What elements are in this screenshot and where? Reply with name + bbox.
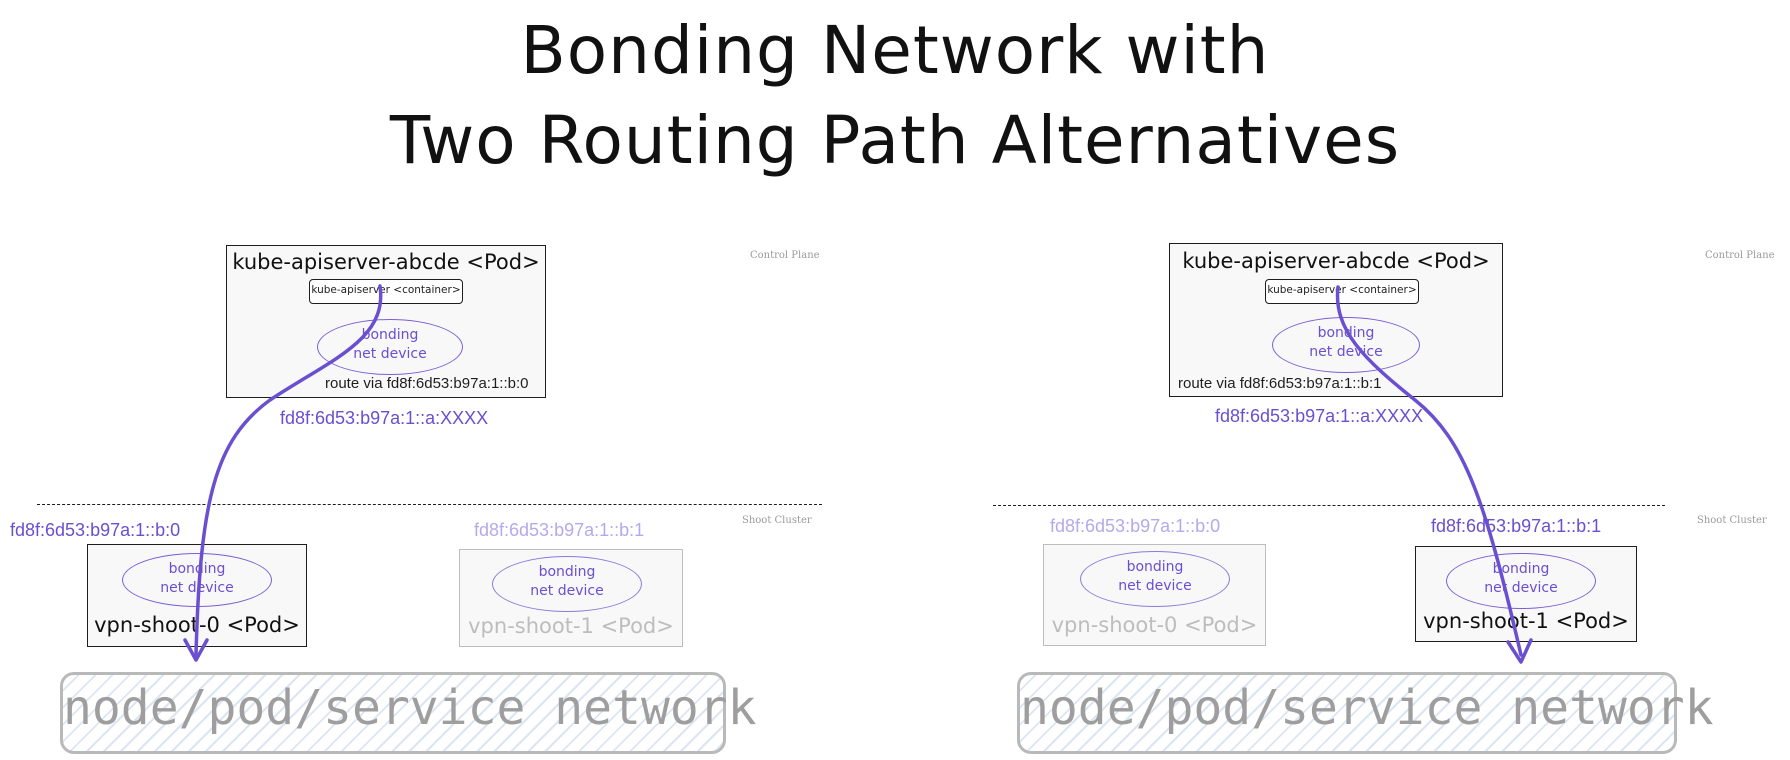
vpn-shoot-1-pod-box: bonding net device vpn-shoot-1 <Pod> [1415, 546, 1637, 642]
bonding-label-line2: net device [353, 346, 427, 362]
vpn-shoot-1-pod-title: vpn-shoot-1 <Pod> [468, 614, 674, 638]
shoot-cluster-label: Shoot Cluster [742, 515, 812, 526]
bonding-label-line1: bonding [168, 561, 226, 577]
vpn-shoot-0-pod-box: bonding net device vpn-shoot-0 <Pod> [1043, 544, 1266, 646]
vpn-shoot-0-address: fd8f:6d53:b97a:1::b:0 [10, 520, 181, 540]
bonding-label-line1: bonding [1492, 561, 1550, 577]
apiserver-pod-title: kube-apiserver-abcde <Pod> [232, 250, 540, 274]
vpn-shoot-0-address: fd8f:6d53:b97a:1::b:0 [1050, 516, 1221, 536]
vpn-shoot-0-pod-box: bonding net device vpn-shoot-0 <Pod> [87, 544, 307, 647]
node-pod-service-network: node/pod/service network [1017, 672, 1714, 754]
pod-address: fd8f:6d53:b97a:1::a:XXXX [280, 408, 489, 428]
apiserver-pod-title: kube-apiserver-abcde <Pod> [1182, 249, 1490, 273]
cluster-divider [37, 504, 822, 505]
vpn-shoot-0-bonding-device: bonding net device [1080, 551, 1230, 607]
control-plane-label: Control Plane [1705, 250, 1775, 261]
bonding-label-line1: bonding [361, 327, 419, 343]
bonding-label-line2: net device [530, 583, 604, 599]
vpn-shoot-0-pod-title: vpn-shoot-0 <Pod> [94, 613, 300, 637]
bonding-label-line1: bonding [1126, 559, 1184, 575]
left-panel: Control Plane kube-apiserver-abcde <Pod>… [10, 245, 822, 754]
vpn-shoot-0-bonding-device: bonding net device [122, 553, 272, 607]
apiserver-container: kube-apiserver <container> [309, 279, 463, 304]
shoot-cluster-label: Shoot Cluster [1697, 515, 1767, 526]
bonding-label-line1: bonding [1317, 325, 1375, 341]
apiserver-pod-box: kube-apiserver-abcde <Pod> kube-apiserve… [226, 245, 546, 398]
diagram-title-line-2: Two Routing Path Alternatives [389, 102, 1401, 179]
vpn-shoot-0-pod-title: vpn-shoot-0 <Pod> [1051, 613, 1258, 637]
vpn-shoot-1-address: fd8f:6d53:b97a:1::b:1 [474, 520, 645, 540]
vpn-shoot-1-address: fd8f:6d53:b97a:1::b:1 [1431, 516, 1602, 536]
node-pod-service-network: node/pod/service network [60, 672, 757, 754]
cluster-divider [993, 505, 1665, 506]
vpn-shoot-1-pod-title: vpn-shoot-1 <Pod> [1423, 609, 1629, 633]
vpn-shoot-1-pod-box: bonding net device vpn-shoot-1 <Pod> [459, 549, 683, 647]
apiserver-pod-box: kube-apiserver-abcde <Pod> kube-apiserve… [1169, 243, 1503, 397]
diagram-title-line-1: Bonding Network with [520, 12, 1270, 89]
vpn-shoot-1-bonding-device: bonding net device [1446, 553, 1596, 609]
bonding-label-line2: net device [1118, 578, 1192, 594]
control-plane-label: Control Plane [750, 250, 820, 261]
route-text: route via fd8f:6d53:b97a:1::b:0 [325, 375, 529, 392]
bonding-label-line2: net device [1309, 344, 1383, 360]
bonding-label-line1: bonding [538, 564, 596, 580]
apiserver-container: kube-apiserver <container> [1265, 279, 1419, 304]
pod-address: fd8f:6d53:b97a:1::a:XXXX [1215, 406, 1424, 426]
right-panel: Control Plane kube-apiserver-abcde <Pod>… [895, 0, 1790, 760]
bonding-net-device: bonding net device [317, 319, 463, 375]
bonding-net-device: bonding net device [1272, 317, 1420, 373]
route-text: route via fd8f:6d53:b97a:1::b:1 [1178, 375, 1382, 392]
bonding-label-line2: net device [1484, 580, 1558, 596]
vpn-shoot-1-bonding-device: bonding net device [492, 556, 642, 612]
bonding-label-line2: net device [160, 580, 234, 596]
